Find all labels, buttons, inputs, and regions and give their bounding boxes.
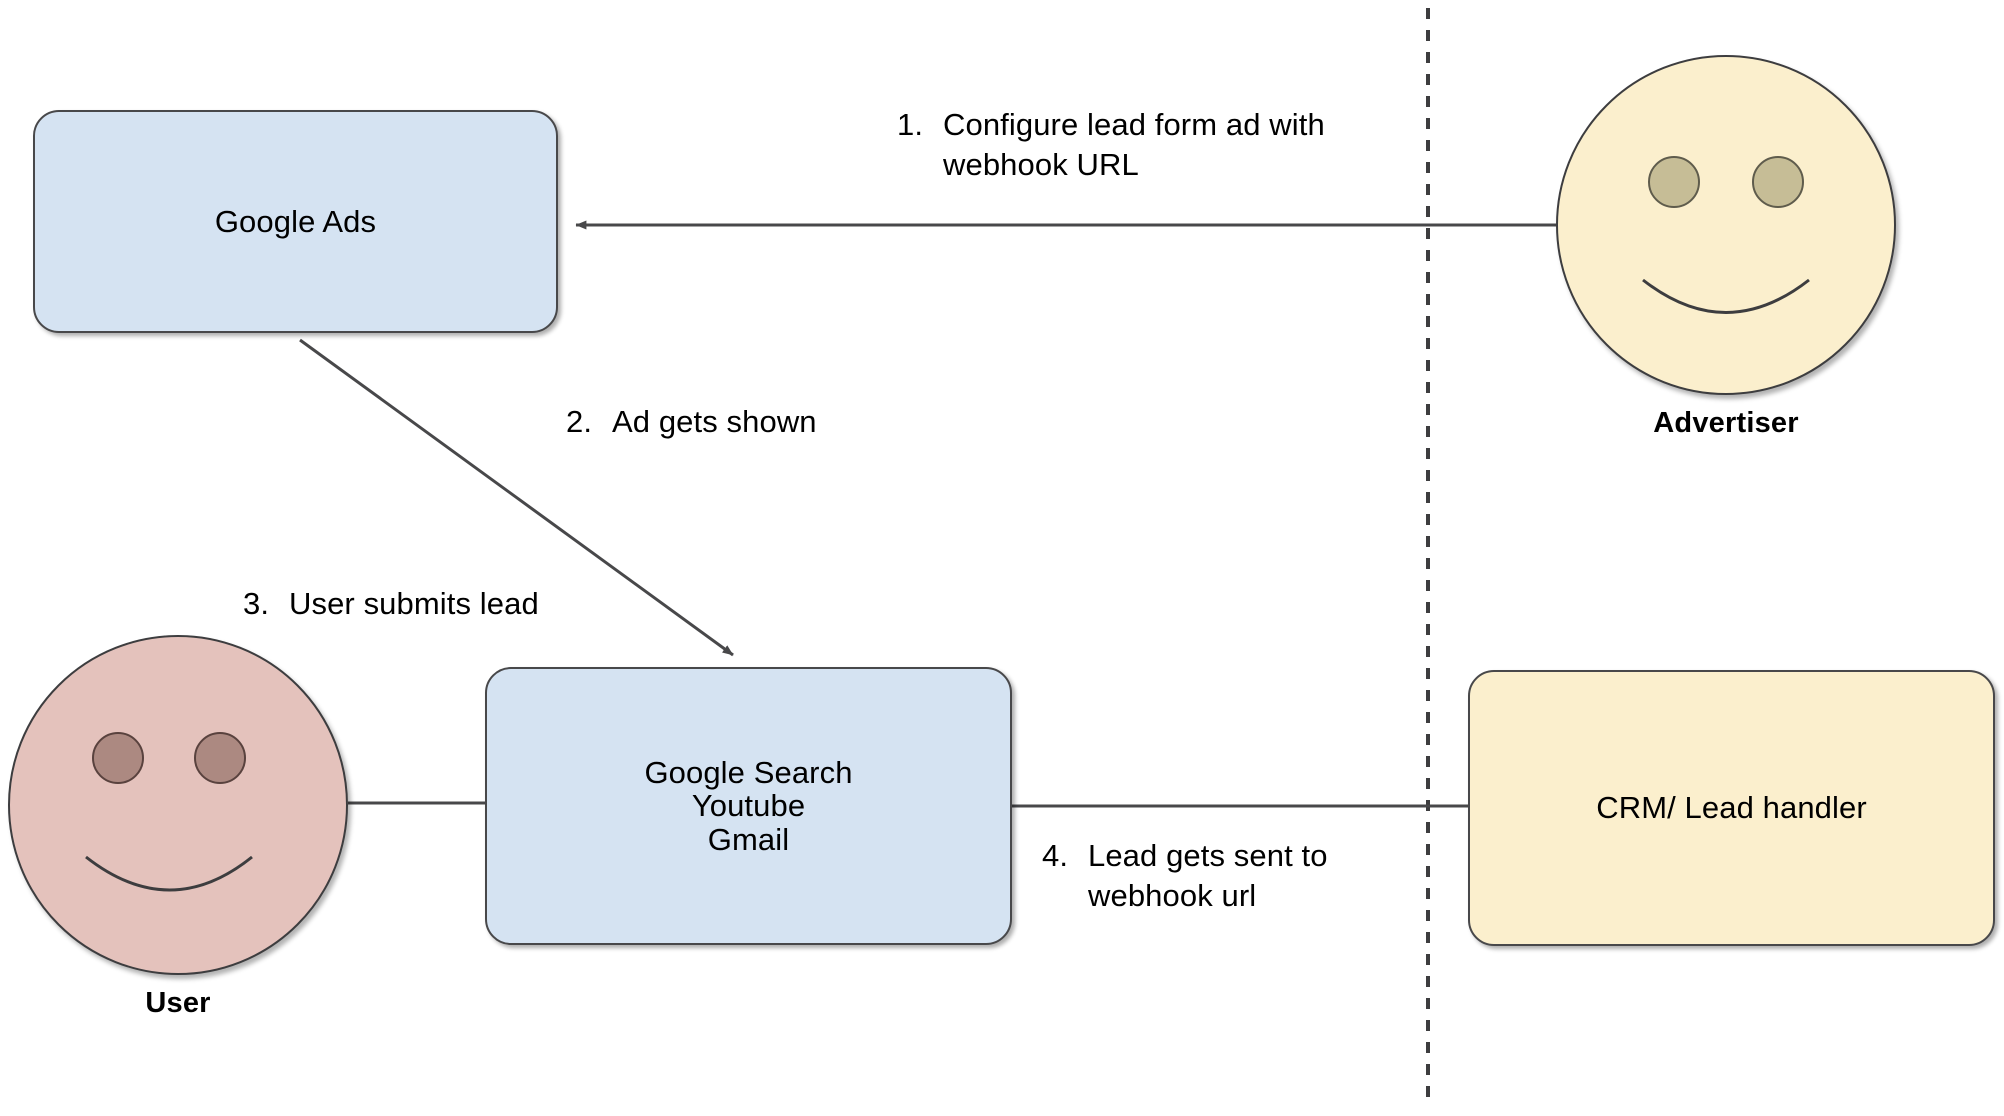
edge-label-user-submits-lead: 3. User submits lead: [243, 584, 539, 624]
edge-label-ad-gets-shown: 2. Ad gets shown: [566, 402, 817, 442]
edge-label-1-line2: webhook URL: [943, 146, 1139, 182]
node-crm-lead-handler-label: CRM/ Lead handler: [1596, 790, 1867, 826]
edge-label-2-line1: Ad gets shown: [612, 404, 817, 439]
node-crm-lead-handler[interactable]: CRM/ Lead handler: [1468, 670, 1995, 946]
actor-advertiser-label: Advertiser: [1653, 407, 1799, 439]
actor-advertiser[interactable]: Advertiser: [1556, 55, 1896, 439]
node-google-properties[interactable]: Google Search Youtube Gmail: [485, 667, 1012, 945]
node-google-properties-label: Google Search Youtube Gmail: [644, 754, 853, 857]
node-google-ads-label: Google Ads: [214, 203, 377, 239]
edge-label-configure-lead-form: 1. Configure lead form ad with webhook UR…: [897, 105, 1325, 184]
edge-label-4-number: 4.: [1042, 838, 1069, 873]
edge-label-4-line1: Lead gets sent to: [1088, 838, 1328, 873]
edge-label-2-number: 2.: [566, 404, 593, 439]
edge-label-3-line1: User submits lead: [289, 586, 539, 621]
node-google-ads[interactable]: Google Ads: [33, 110, 558, 333]
user-head-circle: [8, 635, 348, 975]
edge-label-1-line1: Configure lead form ad with: [943, 107, 1325, 142]
actor-user-label: User: [145, 987, 211, 1019]
edge-label-3-number: 3.: [243, 586, 270, 621]
advertiser-smiley-face-icon: [1642, 156, 1810, 314]
edge-label-lead-sent-to-webhook: 4. Lead gets sent to webhook url: [1042, 836, 1328, 915]
edge-label-1-number: 1.: [897, 107, 924, 142]
edge-label-4-line2: webhook url: [1088, 877, 1257, 913]
actor-user[interactable]: User: [8, 635, 348, 1019]
advertiser-head-circle: [1556, 55, 1896, 395]
user-smiley-face-icon: [85, 732, 253, 892]
